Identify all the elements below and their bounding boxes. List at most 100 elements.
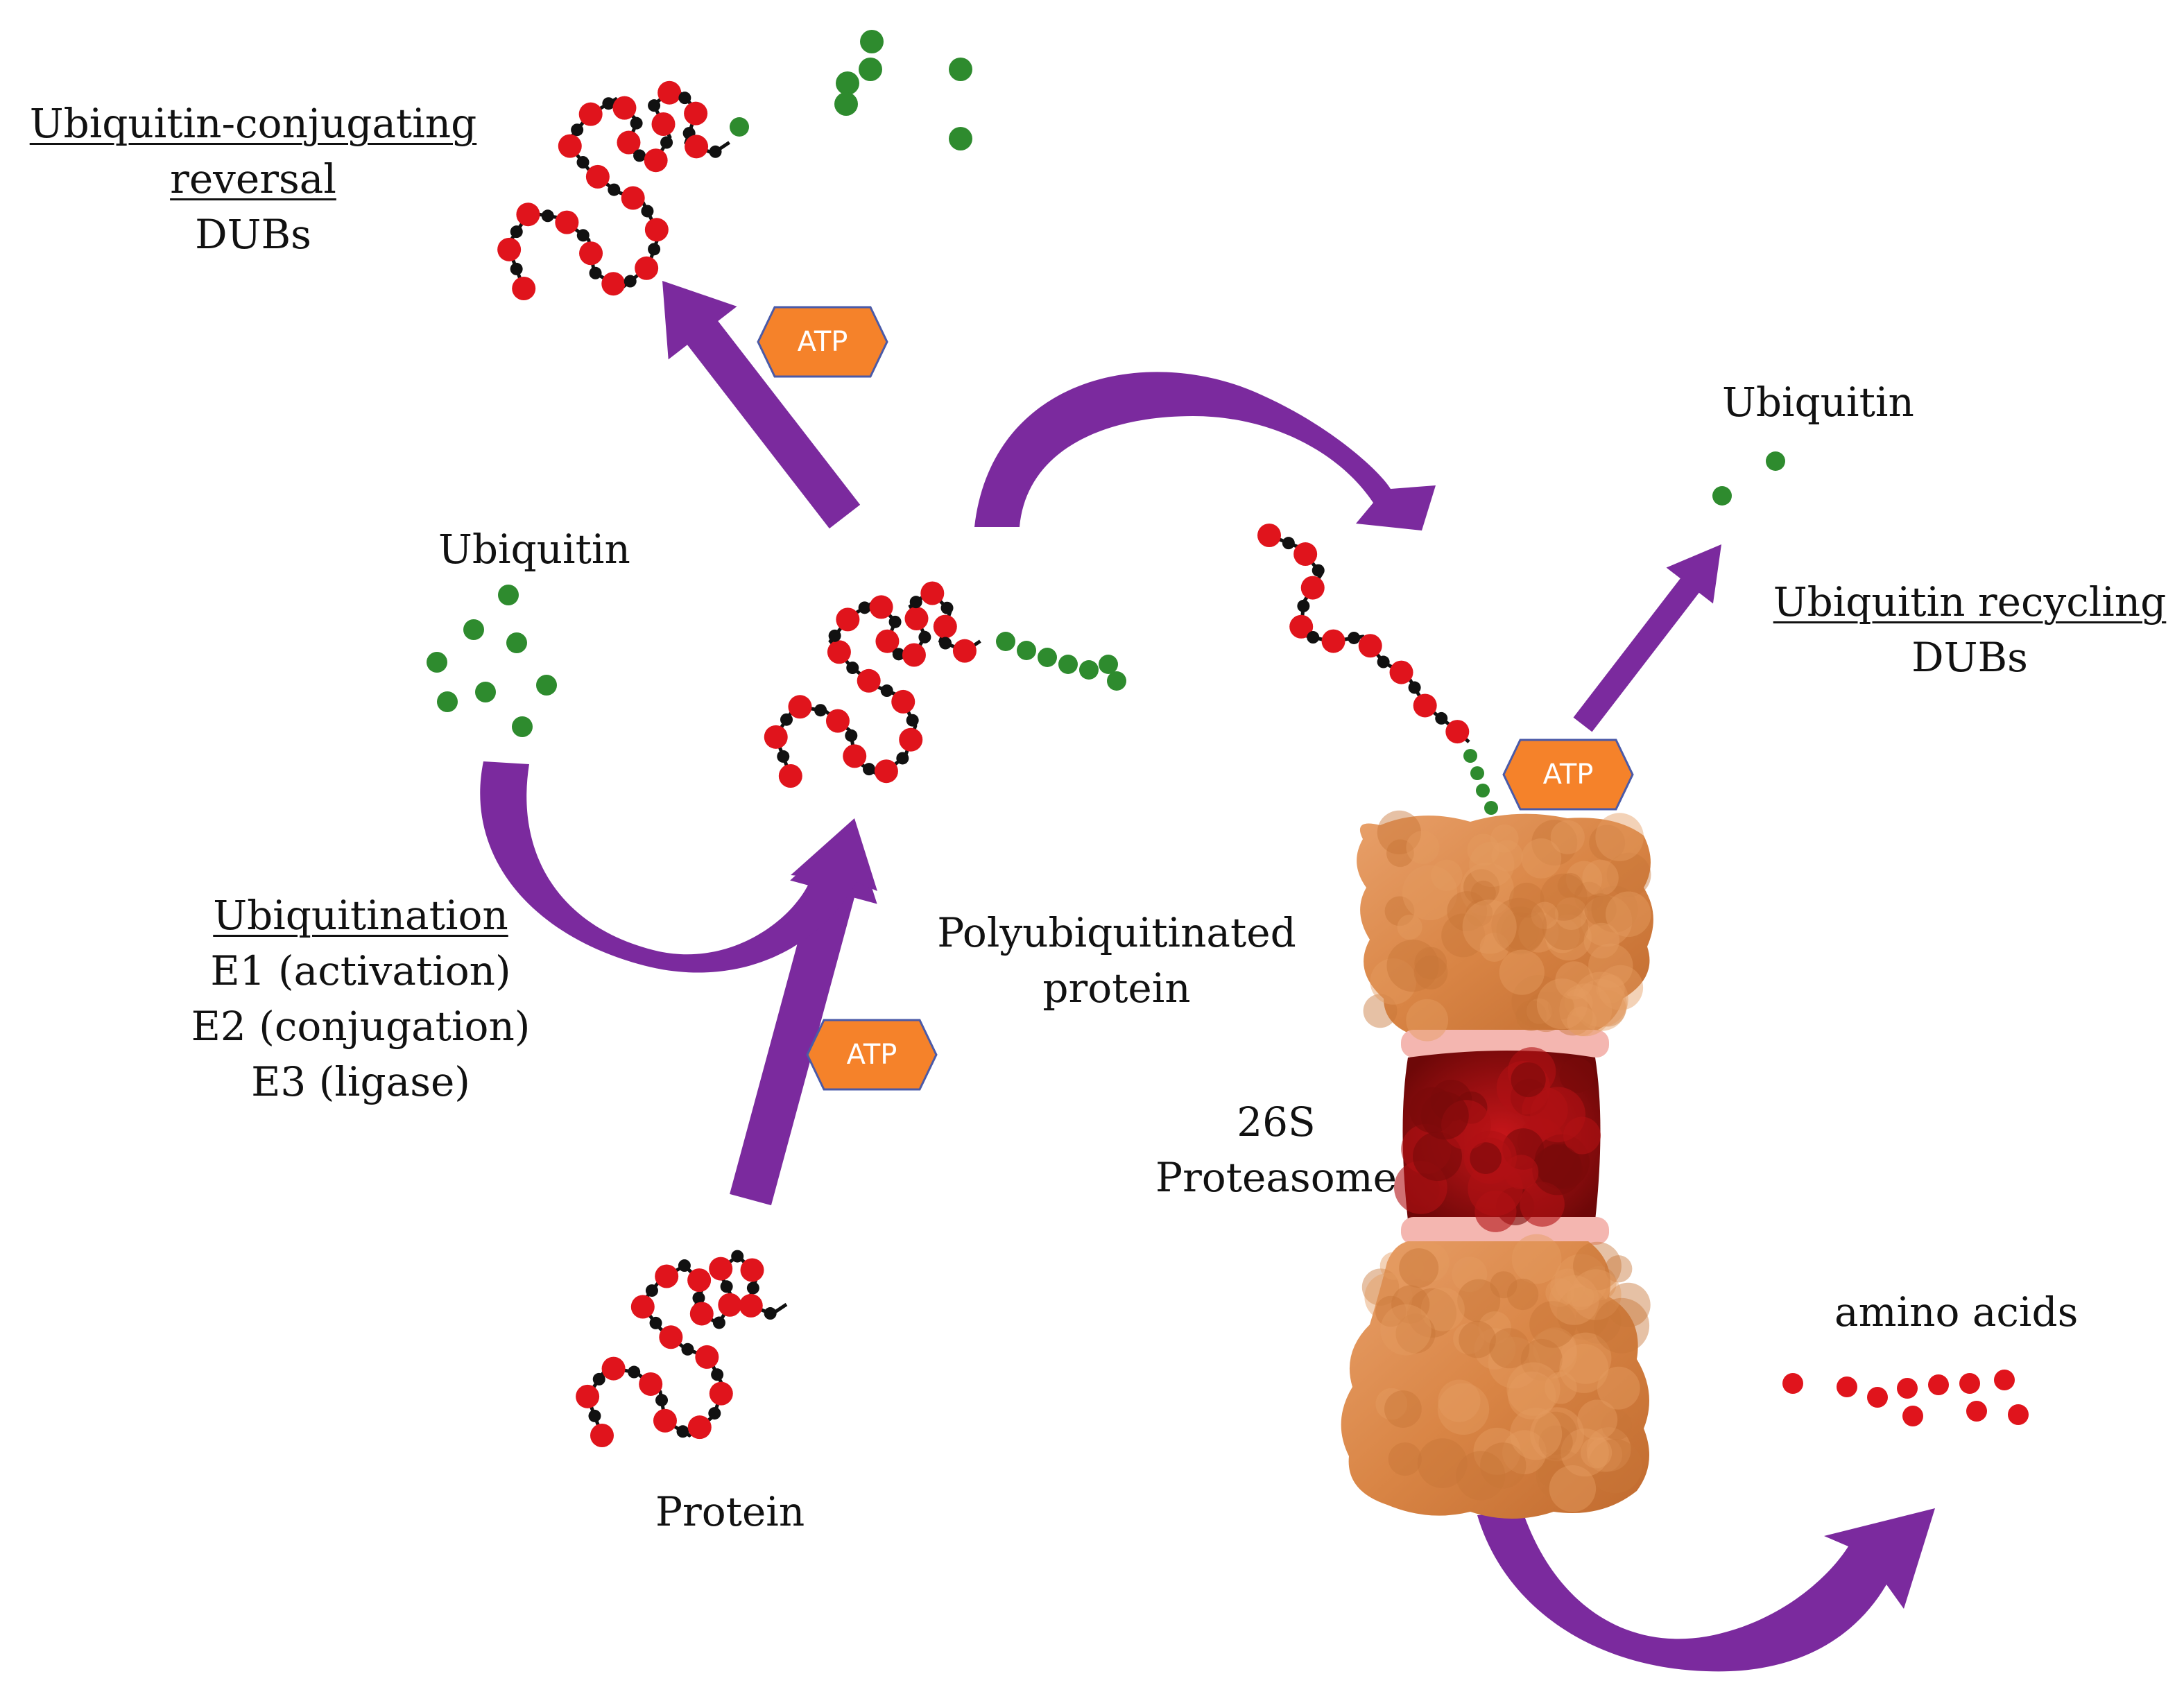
proteasome-texture-blob [1570, 1269, 1622, 1320]
bond-dot [1307, 631, 1320, 644]
proteasome-texture-blob [1545, 914, 1592, 961]
e3-label: E3 (ligase) [251, 1058, 470, 1105]
ubiquitin-chain-dot [1079, 660, 1099, 680]
atp-label: ATP [847, 1039, 897, 1071]
bond-dot [906, 714, 919, 727]
ubiquitin-dot [463, 619, 484, 640]
residue-dot [601, 272, 626, 296]
arrows-layer [480, 281, 1935, 1672]
conj-reversal-label: Ubiquitin-conjugating reversal DUBs [14, 96, 492, 262]
proteasome-texture-blob [1554, 897, 1588, 930]
bond-dot [708, 1407, 721, 1420]
residue-dot [578, 102, 603, 126]
proteasome-texture-blob [1554, 1254, 1608, 1307]
proteasome-texture-blob [1574, 881, 1604, 912]
residue-dot [1293, 542, 1318, 567]
ubiquitin-left-label: Ubiquitin [438, 526, 630, 573]
proteasome-texture-blob [1606, 1282, 1651, 1327]
bond-dot [709, 145, 722, 158]
proteasome-texture-blob [1550, 1268, 1585, 1304]
proteasome-texture-blob [1453, 1323, 1484, 1354]
atp-label: ATP [1543, 759, 1594, 791]
proteasome-texture-blob [1536, 978, 1588, 1030]
bond-dot [576, 156, 590, 169]
proteasome-texture-blob [1406, 830, 1440, 864]
bond-dot [828, 629, 841, 642]
residue-dot [687, 1415, 712, 1440]
proteasome-texture-blob [1470, 880, 1496, 906]
proteasome-texture-blob [1469, 841, 1515, 888]
residue-dot [1289, 614, 1314, 639]
proteasome-texture-blob [1420, 1287, 1465, 1331]
bond-dot [510, 262, 523, 275]
proteasome-texture-blob [1582, 859, 1619, 897]
proteasome-core-blob [1530, 1087, 1586, 1143]
bond-dot [678, 92, 691, 105]
proteasome-texture-blob [1488, 1336, 1540, 1389]
protein-chain-polyub [764, 581, 981, 788]
ubiquitin-dot [859, 58, 882, 81]
bond-dot [814, 704, 827, 717]
proteasome-texture-blob [1437, 1383, 1490, 1435]
bond-dot [628, 1365, 641, 1379]
proteasome-texture-blob [1606, 891, 1651, 938]
proteasome-texture-blob [1361, 1268, 1400, 1306]
proteasome-texture-blob [1467, 834, 1499, 866]
amino-acid-dot [1994, 1370, 2015, 1390]
proteasome-texture-blob [1479, 933, 1509, 962]
proteasome-texture-blob [1597, 1366, 1640, 1410]
proteasome-texture-blob [1511, 1234, 1562, 1284]
residue-dot [687, 1268, 712, 1293]
residue-dot [891, 689, 915, 714]
proteasome-texture-blob [1525, 991, 1567, 1033]
bond-dot [863, 763, 876, 776]
residue-dot [617, 130, 641, 155]
residue-dot [778, 764, 802, 788]
bond-dot [592, 1372, 605, 1386]
arrow-to-proteasome [974, 372, 1436, 530]
residue-dot [825, 709, 850, 733]
proteasome-texture-blob [1547, 993, 1574, 1020]
ubiquitin-dot [949, 58, 972, 81]
proteasome-texture-blob [1460, 863, 1514, 917]
residue-dot [827, 640, 851, 664]
proteasome-26s [1341, 810, 1653, 1519]
bond-dot [641, 205, 654, 218]
ubiquitin-right-label: Ubiquitin [1722, 379, 1914, 426]
proteasome-texture-blob [1528, 1329, 1578, 1379]
proteasome-texture-blob [1531, 820, 1578, 866]
bond-dot [918, 630, 931, 644]
residue-dot [1300, 576, 1325, 600]
proteasome-core-blob [1413, 1132, 1462, 1182]
proteasome-texture-blob [1375, 1388, 1408, 1420]
residue-dot [709, 1257, 733, 1281]
proteasome-texture-blob [1447, 891, 1488, 931]
recycling-title: Ubiquitin recycling [1773, 578, 2167, 625]
bond-dot [711, 1368, 724, 1381]
proteasome-texture-blob [1581, 895, 1633, 947]
residue-dot [1413, 693, 1437, 718]
bond-dot [692, 1291, 705, 1304]
proteasome-texture-blob [1526, 998, 1552, 1024]
proteasome-texture-blob [1452, 1257, 1488, 1293]
proteasome-texture-blob [1538, 1458, 1569, 1488]
bond-dot [571, 123, 584, 137]
residue-dot [576, 1384, 600, 1408]
proteasome-texture-blob [1553, 996, 1593, 1036]
bond-dot [602, 97, 615, 110]
protein-chain-entering [1257, 524, 1470, 744]
amino-acid-dot [2008, 1404, 2029, 1425]
proteasome-texture-blob [1431, 859, 1463, 891]
proteasome-texture-blob [1462, 899, 1517, 954]
proteasome-texture-blob [1559, 1343, 1609, 1393]
proteasome-texture-blob [1489, 1328, 1530, 1369]
residue-dot [644, 218, 669, 242]
proteasome-core-blob [1511, 1062, 1546, 1098]
ubiquitin-chain-dot [1099, 655, 1118, 674]
residue-dot [1358, 634, 1382, 658]
proteasome-texture-blob [1582, 1266, 1617, 1301]
polyub-line1: Polyubiquitinated [937, 909, 1296, 956]
bond-dot [648, 243, 661, 256]
residue-dot [590, 1424, 614, 1447]
proteasome-texture-blob [1567, 1283, 1594, 1311]
